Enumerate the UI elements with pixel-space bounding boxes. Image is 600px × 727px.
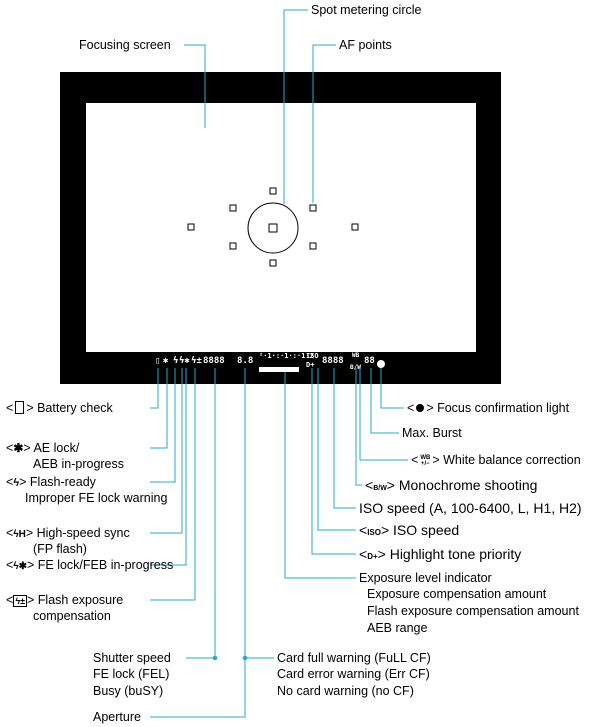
burst-lcd: 88	[364, 356, 375, 366]
focusing-screen-label: Focusing screen	[79, 38, 171, 52]
card-full-label: Card full warning (FuLL CF)	[277, 651, 431, 665]
aperture-label: Aperture	[93, 710, 141, 724]
wb-correction-label: <WB+/−> White balance correction	[411, 453, 581, 467]
shutter-lcd: 8888	[203, 356, 225, 366]
af-point-left	[187, 223, 195, 231]
no-card-label: No card warning (no CF)	[277, 684, 414, 698]
battery-lcd-icon: ▯	[155, 356, 161, 366]
flash-icon: ϟ	[13, 477, 20, 489]
aeb-in-progress-label: AEB in-progress	[33, 457, 125, 471]
fe-lock-fel-label: FE lock (FEL)	[93, 667, 170, 681]
fe-lock-feb-label: <ϟ✱> FE lock/FEB in-progress	[6, 558, 174, 572]
flash-lcd-icon: ϟ	[173, 356, 179, 366]
iso-icon: ISO	[367, 528, 381, 537]
fp-flash-label: (FP flash)	[33, 542, 87, 556]
focus-dot-icon	[416, 404, 425, 412]
asterisk-icon: ✱	[13, 441, 24, 455]
shutter-speed-label: Shutter speed	[93, 651, 171, 665]
monochrome-label: <B/W> Monochrome shooting	[365, 477, 538, 493]
flash-exposure-comp-amount-label: Flash exposure compensation amount	[367, 604, 579, 618]
bw-icon: B/W	[373, 485, 387, 492]
battery-icon	[15, 401, 25, 414]
aperture-lcd: 8.8	[237, 356, 254, 366]
battery-check-label: <> Battery check	[6, 401, 113, 415]
af-point-upper-right	[309, 204, 317, 212]
iso-speed-label: <ISO> ISO speed	[359, 522, 460, 538]
focus-confirmation-label: <> Focus confirmation light	[407, 401, 570, 415]
af-point-lower-right	[309, 242, 317, 250]
flash-ready-label: <ϟ> Flash-ready	[6, 475, 96, 489]
af-point-lower-left	[229, 242, 237, 250]
af-point-center	[268, 223, 278, 233]
ae-lock-label: <✱> AE lock/	[6, 441, 80, 455]
iso-speed-range-label: ISO speed (A, 100-6400, L, H1, H2)	[359, 500, 582, 516]
card-error-label: Card error warning (Err CF)	[277, 667, 430, 681]
focus-dot-lcd-icon	[377, 360, 385, 368]
flash-exposure-comp-label: <ϟ±> Flash exposure	[6, 593, 124, 607]
bw-lcd-icon: B/W	[350, 364, 361, 371]
high-speed-sync-label: <ϟH> High-speed sync	[6, 526, 130, 540]
focusing-screen	[86, 103, 476, 352]
compensation-label: compensation	[33, 609, 111, 623]
flash-comp-lcd-icon: ϟ±	[191, 356, 202, 366]
af-point-right	[351, 223, 359, 231]
exposure-level-label: Exposure level indicator	[359, 571, 492, 585]
iso-lcd-icon: ISO	[306, 352, 319, 360]
aeb-range-label: AEB range	[367, 621, 428, 635]
af-points-label: AF points	[339, 38, 392, 52]
exposure-comp-label: Exposure compensation amount	[367, 587, 547, 601]
highlight-tone-label: <D+> Highlight tone priority	[359, 546, 522, 562]
spot-metering-circle-label: Spot metering circle	[311, 3, 422, 17]
exposure-bar-lcd	[259, 367, 299, 372]
flash-asterisk-icon: ϟ✱	[13, 561, 27, 572]
improper-fe-lock-label: Improper FE lock warning	[25, 491, 168, 505]
spot-metering-circle	[247, 202, 299, 254]
max-burst-label: Max. Burst	[402, 426, 462, 440]
af-point-bottom	[269, 259, 277, 267]
wb-icon: WB+/−	[420, 455, 431, 467]
iso-digits-lcd: 8888	[322, 356, 344, 366]
fe-lock-lcd-icon: ϟ✱	[179, 356, 190, 366]
flash-h-icon: ϟH	[13, 529, 26, 540]
busy-label: Busy (buSY)	[93, 684, 164, 698]
dplus-lcd-icon: D+	[306, 361, 315, 369]
wb-lcd-icon: WB	[352, 352, 360, 359]
exposure-scale-lcd: ²·1·:·1·:·1·2	[259, 352, 314, 360]
af-point-top	[269, 187, 277, 195]
d-plus-icon: D+	[367, 552, 378, 561]
ae-lock-lcd-icon: ✱	[163, 356, 169, 366]
flash-comp-icon: ϟ±	[13, 595, 28, 607]
af-point-upper-left	[229, 204, 237, 212]
